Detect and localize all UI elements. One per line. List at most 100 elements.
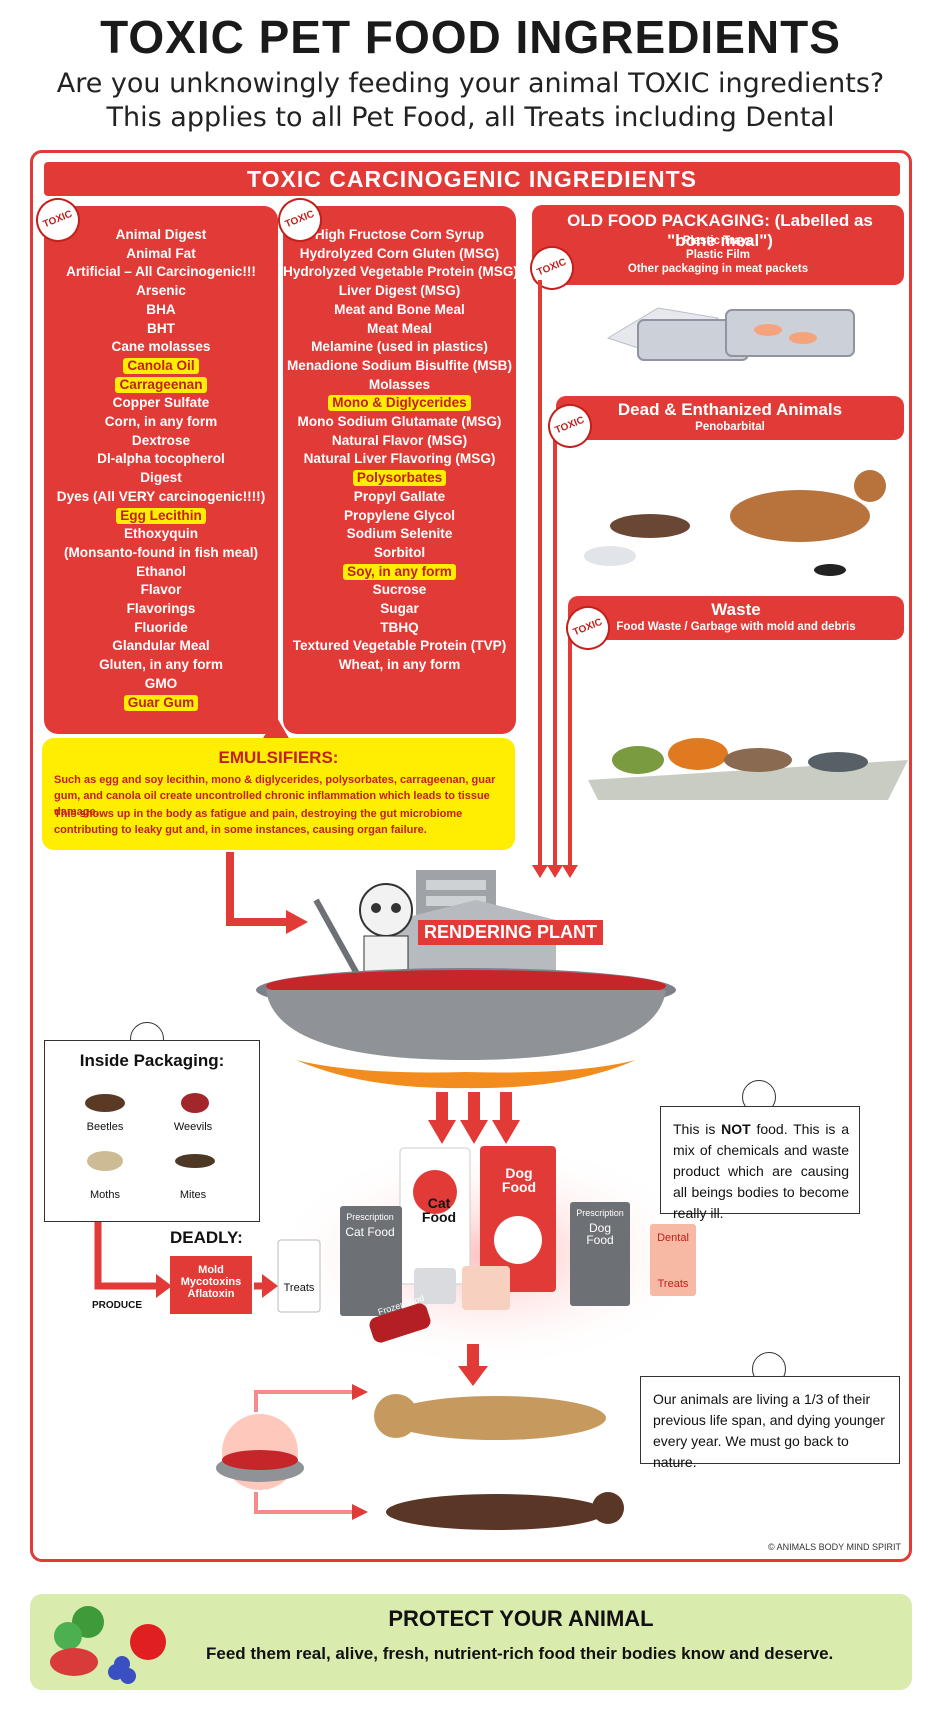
ingredient-item: Ethanol [44,563,278,582]
deadly-item: Mold [198,1264,224,1276]
ingredient-item: Textured Vegetable Protein (TVP) [283,637,516,656]
produce-label: PRODUCE [92,1300,143,1311]
ingredient-text: Liver Digest (MSG) [338,283,461,299]
warning-icon [262,716,290,740]
ingredient-text: Sorbitol [373,544,426,560]
ingredient-item: Propyl Gallate [283,488,516,507]
ingredient-item: GMO [44,675,278,694]
ingredient-item: Corn, in any form [44,413,278,432]
dead-animals-illustration [584,470,886,576]
ingredient-item: Meat Meal [283,320,516,339]
ingredient-item: Molasses [283,376,516,395]
ingredient-text: Natural Liver Flavoring (MSG) [303,451,496,467]
waste-title: Waste [711,600,761,619]
ingredient-highlight: Egg Lecithin [116,507,206,524]
down-arrows [428,1092,520,1144]
red-flow-lines [532,280,578,878]
copyright: © ANIMALS BODY MIND SPIRIT [768,1542,901,1552]
waste-subtitle: Food Waste / Garbage with mold and debri… [616,621,856,633]
ingredient-item: Carrageenan [44,376,278,395]
rendering-plant-label: RENDERING PLANT [418,920,604,945]
lifespan-note: Our animals are living a 1/3 of their pr… [640,1376,900,1470]
ingredient-highlight: Mono & Diglycerides [328,395,471,412]
ingredient-highlight: Polysorbates [352,470,447,487]
ingredient-text: BHT [147,320,175,336]
ingredient-text: Glandular Meal [112,638,210,654]
ingredient-text: Animal Digest [115,227,207,242]
toxic-ingredients-banner: TOXIC CARCINOGENIC INGREDIENTS [44,162,900,196]
ingredient-item: Flavorings [44,600,278,619]
ingredient-item: Fluoride [44,619,278,638]
ingredient-text: Textured Vegetable Protein (TVP) [292,638,507,654]
ingredient-item: Digest [44,469,278,488]
page-title: TOXIC PET FOOD INGREDIENTS [100,11,841,63]
ingredient-item: High Fructose Corn Syrup [283,226,516,245]
ingredient-item: Menadione Sodium Bisulfite (MSB) [283,357,516,376]
pet-food-products [270,1140,710,1370]
ingredient-item: Sucrose [283,581,516,600]
ingredient-text: Melamine (used in plastics) [311,339,488,355]
ingredient-item: Sugar [283,600,516,619]
ingredient-item: Flavor [44,581,278,600]
ingredient-item: Natural Liver Flavoring (MSG) [283,450,516,469]
ingredient-item: Canola Oil [44,357,278,376]
packaging-title: OLD FOOD PACKAGING: (Labelled as "bone m… [567,211,873,250]
ingredient-text: Gluten, in any form [99,657,223,673]
fresh-food-icon [50,1606,166,1684]
deadly-item: Mycotoxins [180,1276,242,1288]
ingredient-text: Dyes (All VERY carcinogenic!!!!) [56,488,266,504]
ingredient-item: Artificial – All Carcinogenic!!! [44,263,278,282]
ingredient-item: Hydrolyzed Vegetable Protein (MSG) [283,263,518,282]
not-food-note: This is NOT food. This is a mix of chemi… [660,1106,860,1221]
ingredient-text: Flavorings [126,601,196,617]
ingredient-item: TBHQ [283,619,516,638]
ingredient-item: Sodium Selenite [283,525,516,544]
cat-food-label: Cat Food [421,1195,457,1225]
plastic-trays-illustration [606,307,855,361]
emulsifiers-text: Such as egg and soy lecithin, mono & dig… [54,774,496,818]
ingredient-text: Hydrolyzed Corn Gluten (MSG) [299,245,500,261]
rx-dog-food-label: Dog Food [586,1221,614,1247]
emulsifiers-text: This shows up in the body as fatigue and… [54,808,463,836]
ingredient-item: Soy, in any form [283,563,516,582]
ingredient-text: Artificial – All Carcinogenic!!! [66,264,256,280]
bugs-illustration [85,1093,215,1171]
ingredient-item: Propylene Glycol [283,507,516,526]
down-arrow [458,1344,488,1386]
waste-illustration [588,738,908,800]
ingredient-item: (Monsanto-found in fish meal) [44,544,278,563]
ingredient-item: Gluten, in any form [44,656,278,675]
ingredient-item: Animal Digest [44,226,278,245]
ingredient-item: Liver Digest (MSG) [283,282,516,301]
ingredient-item: Natural Flavor (MSG) [283,432,516,451]
packaging-item: Other packaging in meat packets [627,263,809,275]
bug-label-beetles: Beetles [86,1121,124,1133]
ingredient-text: TBHQ [380,619,419,635]
deadly-box: Mold Mycotoxins Aflatoxin [170,1256,252,1314]
ingredient-text: Molasses [368,376,431,392]
dog-food-label: Dog Food [501,1165,537,1195]
bug-label-mites: Mites [179,1189,207,1201]
ingredient-item: Hydrolyzed Corn Gluten (MSG) [283,245,516,264]
ingredient-text: Propyl Gallate [353,488,446,504]
ingredient-item: Animal Fat [44,245,278,264]
waste-box: Waste Food Waste / Garbage with mold and… [568,596,904,640]
ingredient-text: Ethanol [136,563,186,579]
ingredient-text: High Fructose Corn Syrup [314,227,485,242]
emulsifiers-box: EMULSIFIERS: Such as egg and soy lecithi… [42,738,515,850]
ingredient-text: (Monsanto-found in fish meal) [63,544,259,560]
deadly-title: DEADLY: [170,1228,243,1247]
ingredient-item: Copper Sulfate [44,394,278,413]
ingredient-text: Dextrose [131,432,191,448]
rendering-plant-illustration [256,870,676,1089]
ingredient-text: GMO [144,675,178,691]
ingredient-text: BHA [146,301,176,317]
ingredient-item: Ethoxyquin [44,525,278,544]
ingredient-text: Cane molasses [111,339,211,355]
arrow-to-plant [226,852,308,934]
ingredient-item: Melamine (used in plastics) [283,338,516,357]
dead-animals-subtitle: Penobarbital [695,421,765,433]
deadly-item: Aflatoxin [187,1288,235,1300]
ingredient-item: Polysorbates [283,469,516,488]
